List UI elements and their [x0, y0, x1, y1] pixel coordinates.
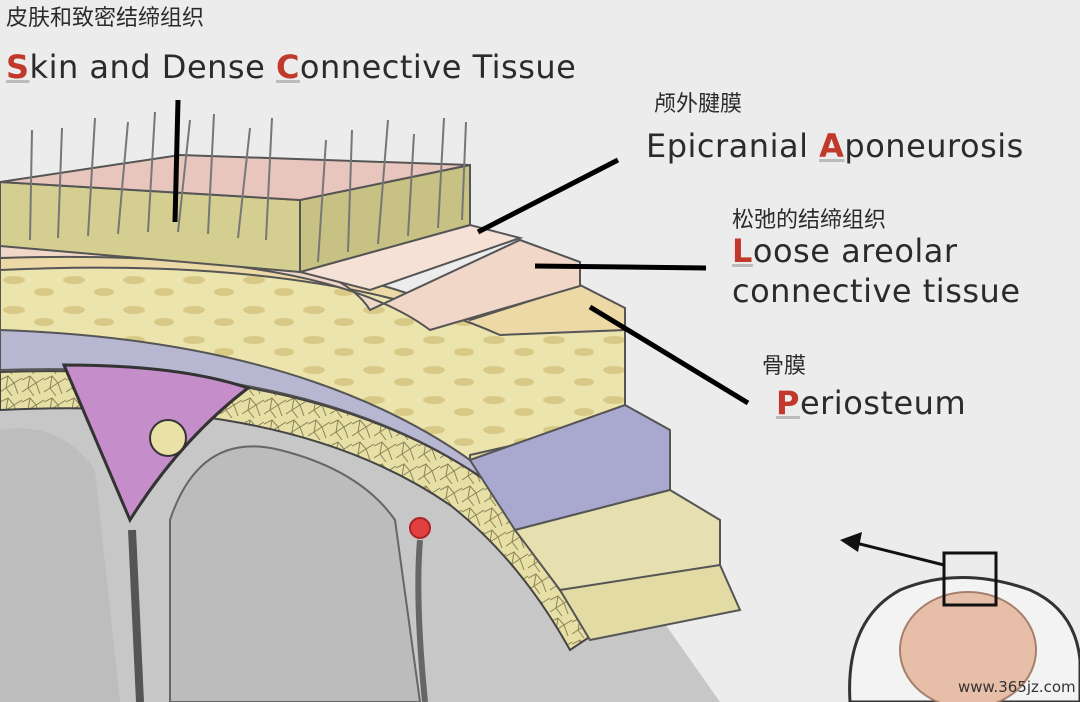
loose-label-en-line2: connective tissue	[732, 272, 1021, 310]
brain-thumbnail-icon	[899, 591, 1037, 702]
periosteum-label-zh: 骨膜	[762, 354, 807, 379]
brain-gyrus	[169, 445, 422, 702]
aponeurosis-label-zh: 颅外腱膜	[654, 92, 743, 117]
initial-letter: P	[776, 384, 800, 422]
step-dura	[468, 403, 671, 532]
leader-lines	[172, 99, 750, 406]
locator-box	[942, 551, 998, 607]
initial-letter: L	[732, 232, 753, 270]
periosteum-label-en: Periosteum	[776, 384, 966, 422]
step-inner	[513, 488, 721, 592]
loose-label-zh: 松弛的结缔组织	[732, 208, 887, 233]
arrow-head-icon	[840, 532, 862, 552]
loose-label-en: Loose areolar	[732, 232, 958, 270]
step-lowest	[558, 563, 742, 642]
label-text: oose areolar	[752, 232, 958, 270]
label-text: kin and Dense	[29, 48, 276, 86]
skin-surface	[0, 153, 471, 202]
hair-strands	[29, 111, 467, 263]
falx-line	[128, 529, 144, 702]
label-text: eriosteum	[799, 384, 967, 422]
initial-letter: A	[819, 127, 845, 165]
vessel-red	[409, 517, 431, 539]
brain-inner	[0, 428, 120, 702]
initial-letter: C	[275, 48, 300, 86]
label-text: Epicranial	[646, 127, 820, 165]
sulcus-line	[415, 539, 428, 702]
skin-label-zh: 皮肤和致密结缔组织	[6, 6, 205, 31]
skin-label-en: Skin and Dense Connective Tissue	[6, 48, 576, 86]
label-text: poneurosis	[844, 127, 1024, 165]
aponeurosis-label-en: Epicranial Aponeurosis	[646, 127, 1024, 165]
watermark: www.365jz.com	[958, 678, 1076, 696]
initial-letter: S	[6, 48, 30, 86]
arachnoid-granulation	[149, 419, 187, 457]
label-text: onnective Tissue	[299, 48, 577, 86]
